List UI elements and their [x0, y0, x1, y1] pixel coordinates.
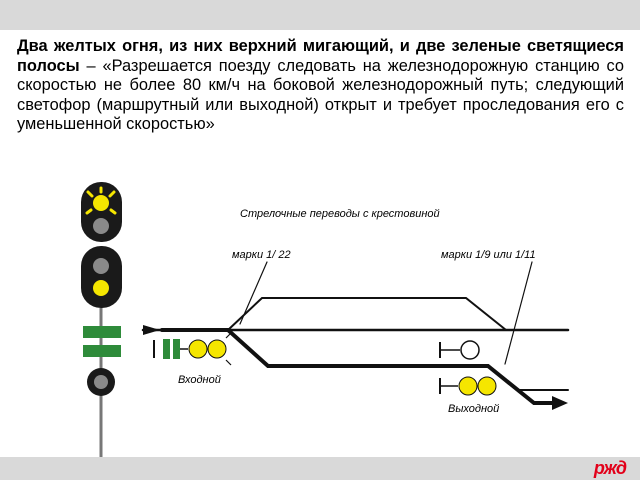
exit-lamp-off [460, 340, 480, 360]
bottom-bar: ржд [0, 457, 640, 480]
diagram-title: Стрелочные переводы с крестовиной [240, 208, 440, 220]
entry-signal [153, 332, 232, 366]
blink-rays-icon [225, 332, 232, 366]
entry-yellow-lamp [188, 339, 208, 359]
green-stripe [83, 345, 121, 357]
entry-blinking-yellow-lamp [207, 339, 227, 359]
mark-pointer-right [504, 261, 533, 365]
marks-right-label: марки 1/9 или 1/11 [441, 249, 536, 261]
tracks [141, 261, 570, 410]
description-bold: Два желтых огня, из них верхний мигающий… [17, 37, 624, 75]
large-signal [81, 182, 122, 457]
exit-signal-lower [439, 376, 497, 396]
blinking-yellow-lamp [93, 195, 109, 211]
signal-lower-head [81, 246, 122, 308]
yellow-lamp [93, 280, 109, 296]
entry-green-stripe [173, 339, 180, 359]
mark-pointer-left [239, 261, 268, 325]
upper-siding [227, 297, 507, 331]
signal-description: Два желтых огня, из них верхний мигающий… [17, 37, 624, 135]
track-diagram: Стрелочные переводы с крестовиной марки … [81, 182, 570, 457]
green-stripe [83, 326, 121, 338]
route-path [160, 328, 558, 405]
description-rest: – «Разрешается поезду следовать на желез… [17, 56, 624, 134]
exit-label: Выходной [448, 403, 499, 415]
signal-lamp-off [93, 218, 109, 234]
route-arrow-left [143, 325, 160, 335]
blink-rays-icon [85, 186, 117, 215]
marks-left-label: марки 1/ 22 [232, 249, 291, 261]
exit-signal-upper [439, 340, 480, 360]
route-arrow-right [552, 396, 568, 410]
entry-green-stripe [163, 339, 170, 359]
signal-lamp-off [94, 375, 108, 389]
signal-lamp-off [93, 258, 109, 274]
exit-yellow-lamp [477, 376, 497, 396]
exit-yellow-lamp [458, 376, 478, 396]
top-bar [0, 0, 640, 30]
rzd-logo: ржд [593, 458, 627, 478]
entry-label: Входной [178, 374, 221, 386]
